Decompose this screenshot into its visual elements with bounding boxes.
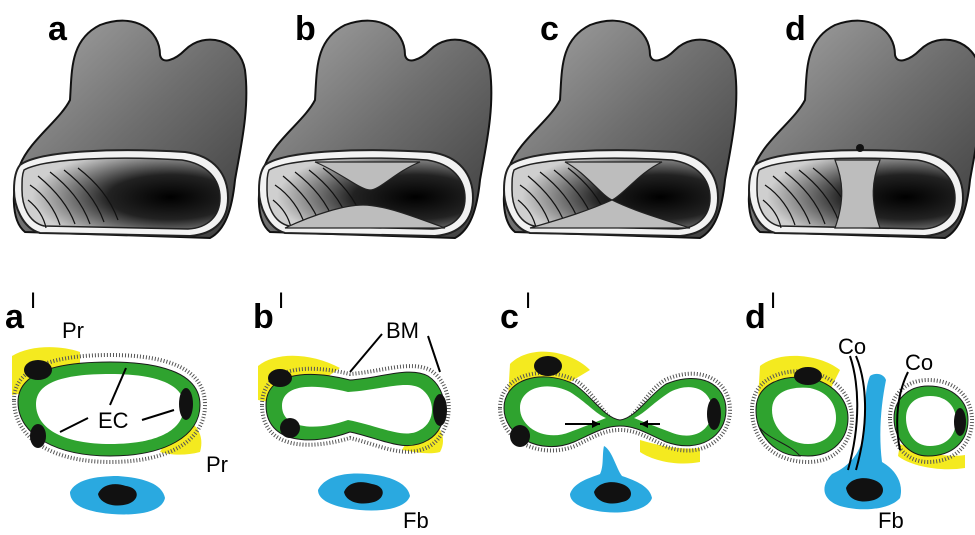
- bm-arrow-2: [428, 336, 440, 372]
- panel-b-prime-label: b: [253, 298, 274, 336]
- panel-d-label: d: [785, 10, 806, 48]
- panel-b-label: b: [295, 10, 316, 48]
- panel-a-prime-label: a: [5, 298, 25, 336]
- vessel-b-illustration: [259, 21, 492, 238]
- bm-arrow-1: [350, 334, 382, 372]
- panel-b-prime: b I BM Fb: [253, 288, 449, 533]
- label-ec: EC: [98, 408, 129, 433]
- panel-c-prime: c I: [500, 288, 730, 512]
- label-fb-b: Fb: [403, 508, 429, 533]
- panel-d-prime: d I Co Co Fb: [745, 288, 972, 533]
- vessel-d-pore: [856, 144, 864, 152]
- panel-d: d: [749, 10, 975, 238]
- panel-a-prime-mark: I: [30, 288, 36, 313]
- panel-a: a: [14, 10, 247, 238]
- panel-d-prime-label: d: [745, 298, 766, 336]
- co-line-left: [848, 356, 857, 470]
- label-pr-a-top: Pr: [62, 318, 84, 343]
- label-pr-a-bottom: Pr: [206, 452, 228, 477]
- panel-a-label: a: [48, 10, 68, 48]
- panel-c-prime-label: c: [500, 298, 519, 336]
- panel-b: b: [259, 10, 492, 238]
- panel-c: c: [504, 10, 737, 238]
- label-co-right: Co: [905, 350, 933, 375]
- vessel-d-pillar: [835, 160, 880, 228]
- panel-c-prime-mark: I: [525, 288, 531, 313]
- vessel-a-illustration: [14, 21, 247, 238]
- label-fb-d: Fb: [878, 508, 904, 533]
- panel-a-prime: a I Pr Pr EC: [5, 288, 228, 514]
- label-co-left: Co: [838, 334, 866, 359]
- panel-c-label: c: [540, 10, 559, 48]
- label-bm: BM: [386, 318, 419, 343]
- panel-b-prime-mark: I: [278, 288, 284, 313]
- panel-d-prime-mark: I: [770, 288, 776, 313]
